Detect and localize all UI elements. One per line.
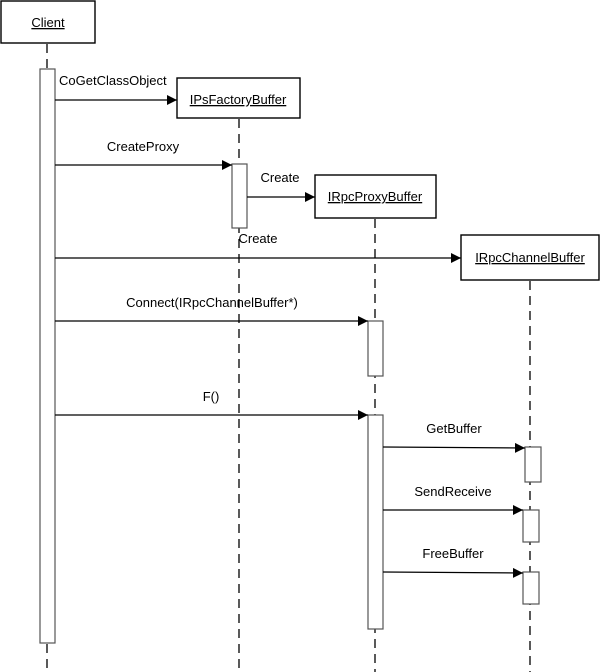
activation-proxy-f [367,414,384,630]
activation-factory [231,163,248,229]
participant-proxy: IRpcProxyBuffer [314,174,437,219]
participant-label: Client [31,15,65,30]
message-create-proxy: Create [247,170,315,202]
activation-proxy-connect [367,320,384,377]
activation-channel-getbuffer [524,446,542,483]
participant-label: IRpcProxyBuffer [328,189,423,204]
participant-label: IPsFactoryBuffer [190,92,287,107]
message-label: Connect(IRpcChannelBuffer*) [126,295,298,310]
message-freebuffer: FreeBuffer [382,546,524,578]
message-connect: Connect(IRpcChannelBuffer*) [55,295,368,326]
message-label: Create [238,231,277,246]
message-cogetclassobject: CoGetClassObject [55,73,177,105]
participant-channel: IRpcChannelBuffer [460,234,600,281]
message-f: F() [55,389,368,420]
message-createproxy: CreateProxy [55,139,232,170]
participant-label: IRpcChannelBuffer [475,250,585,265]
message-getbuffer: GetBuffer [382,421,526,453]
participant-client: Client [0,0,96,44]
activation-channel-freebuffer [522,571,540,605]
activation-client [39,68,56,644]
message-label: FreeBuffer [422,546,484,561]
message-label: Create [260,170,299,185]
message-label: CreateProxy [107,139,180,154]
message-label: F() [203,389,220,404]
message-label: GetBuffer [426,421,482,436]
message-sendreceive: SendReceive [383,484,523,515]
participant-factory: IPsFactoryBuffer [176,77,301,119]
message-label: CoGetClassObject [59,73,167,88]
message-create-channel: Create [55,231,461,263]
message-label: SendReceive [414,484,491,499]
activation-channel-sendreceive [522,509,540,543]
